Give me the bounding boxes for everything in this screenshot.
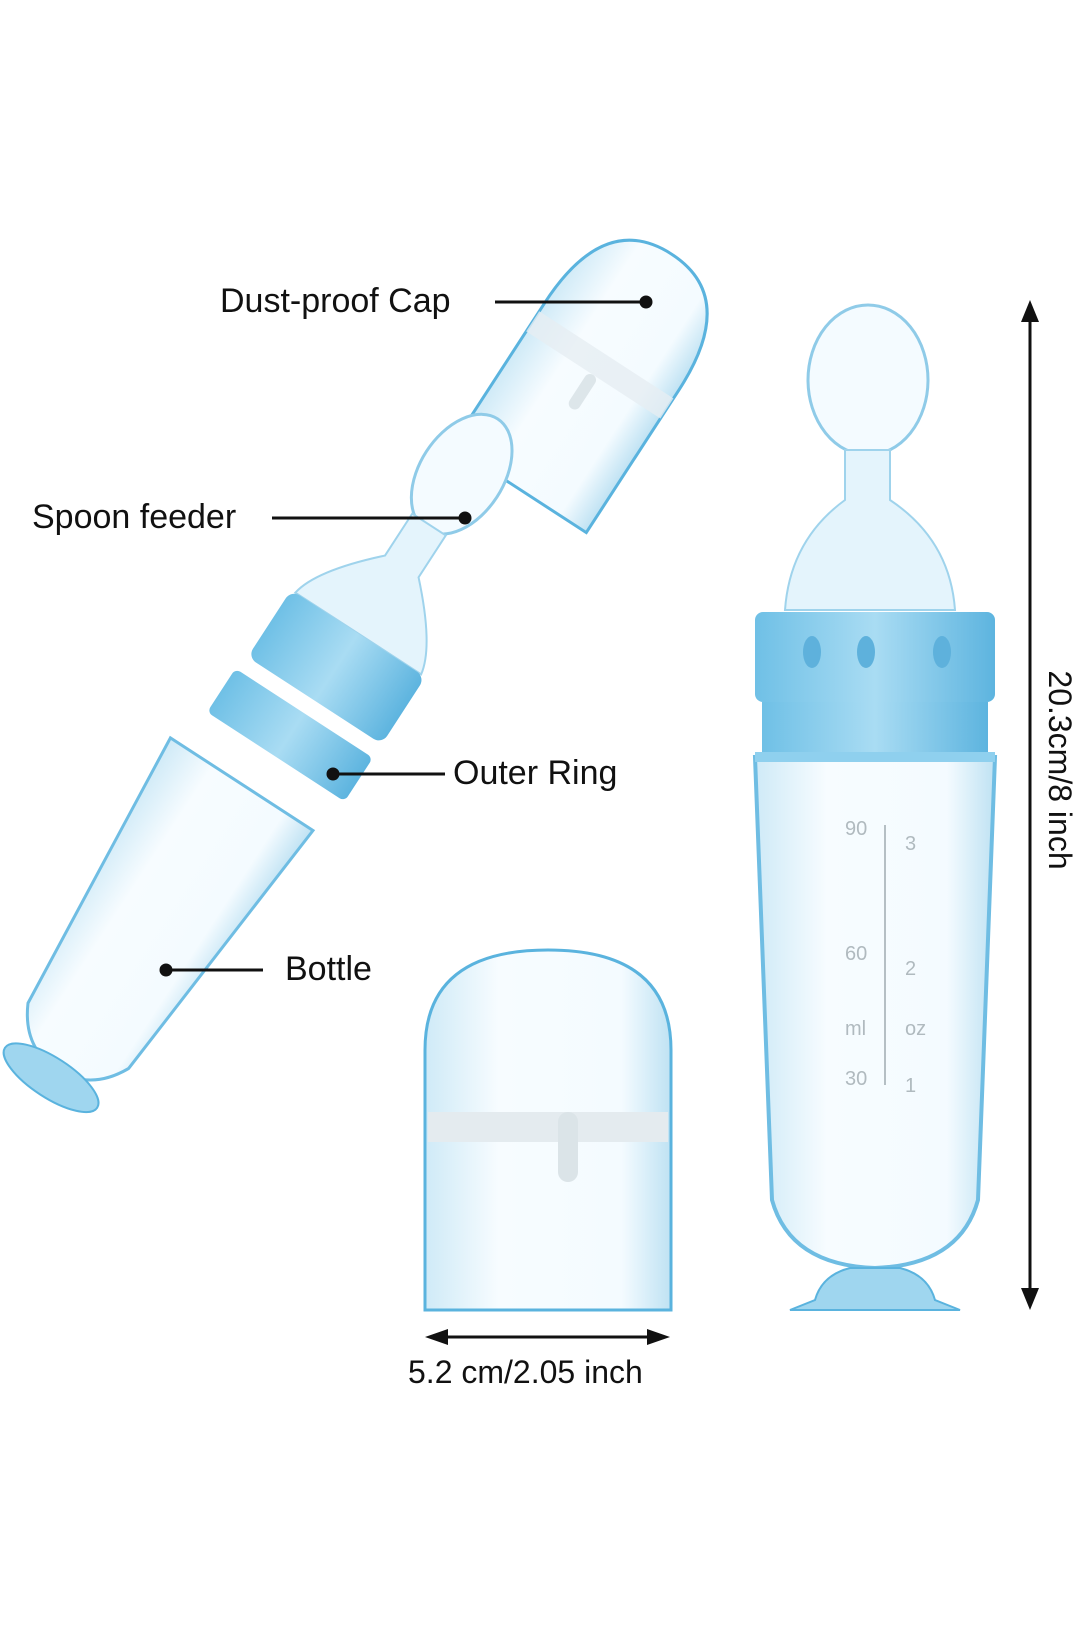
leader-lines — [159, 295, 653, 977]
label-outer-ring: Outer Ring — [453, 754, 618, 792]
label-bottle: Bottle — [285, 950, 372, 988]
exploded-spoon-feeder — [251, 412, 514, 741]
measurement-scale: 90 60 ml 30 3 2 oz 1 — [845, 818, 926, 1097]
scale-oz-2: 2 — [905, 958, 916, 980]
scale-oz-unit: oz — [905, 1018, 926, 1040]
scale-ml-30: 30 — [845, 1068, 867, 1090]
height-arrow — [1021, 300, 1039, 1310]
height-dimension-label: 20.3cm/8 inch — [1042, 670, 1078, 870]
scale-oz-1: 1 — [905, 1075, 916, 1097]
scale-oz-3: 3 — [905, 833, 916, 855]
exploded-dust-cap — [450, 238, 709, 535]
exploded-outer-ring — [209, 670, 371, 800]
scale-ml-unit: ml — [845, 1018, 866, 1040]
dust-cap — [423, 948, 673, 1312]
assembled-feeder — [752, 303, 998, 1311]
exploded-bottle — [2, 735, 316, 1114]
scale-ml-60: 60 — [845, 943, 867, 965]
label-dust-proof-cap: Dust-proof Cap — [220, 282, 451, 320]
label-spoon-feeder: Spoon feeder — [32, 498, 237, 536]
width-arrow — [425, 1329, 670, 1345]
width-dimension-label: 5.2 cm/2.05 inch — [408, 1354, 643, 1390]
scale-ml-90: 90 — [845, 818, 867, 840]
